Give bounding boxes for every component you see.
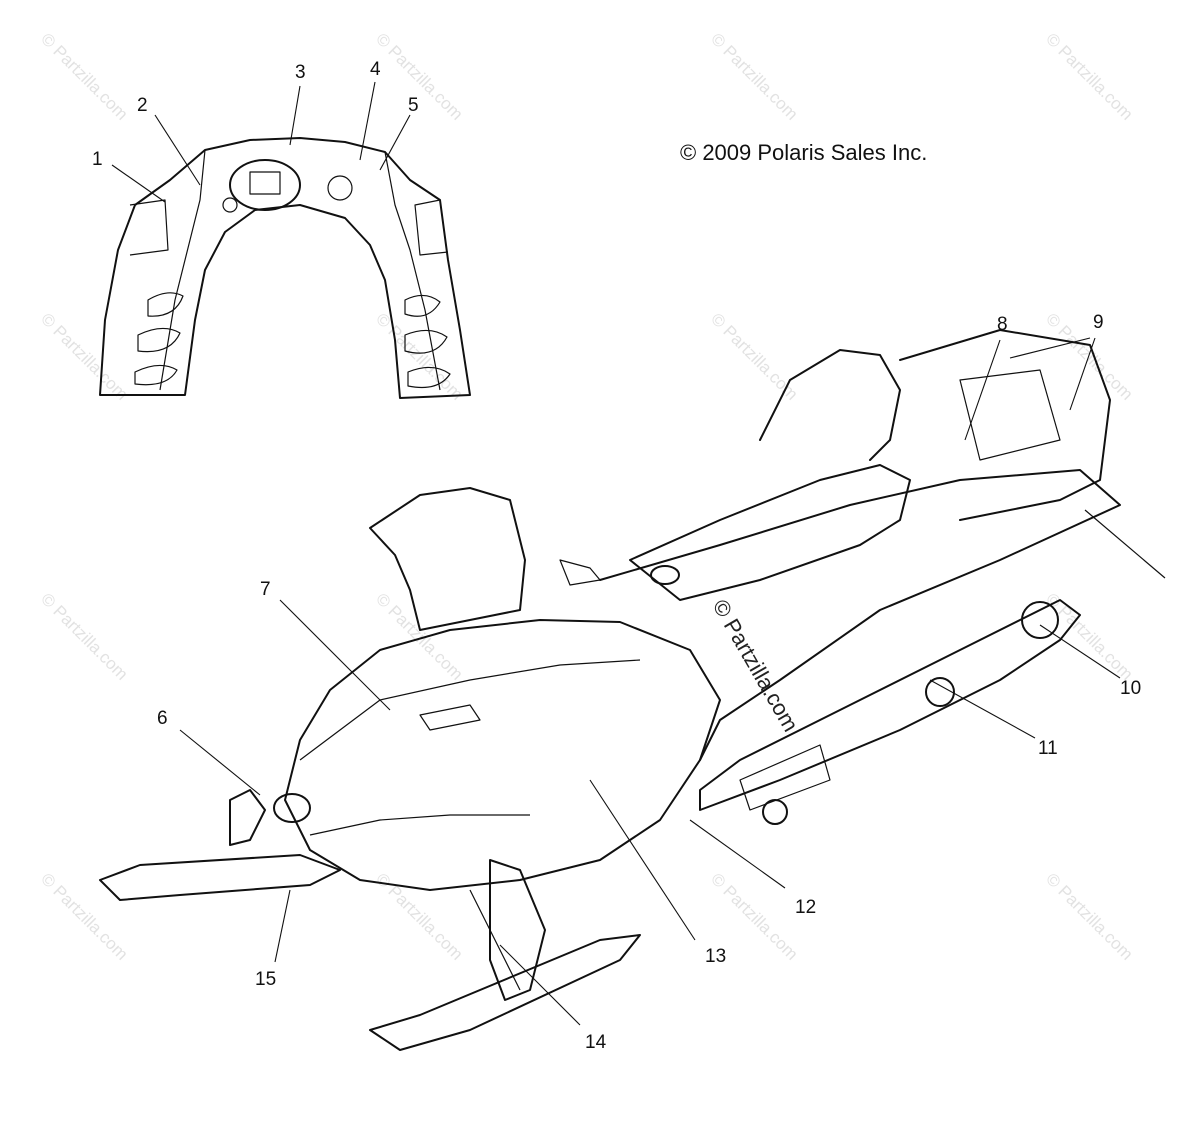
watermark: © Partzilla.com [372, 309, 466, 403]
copyright-text: © 2009 Polaris Sales Inc. [680, 140, 927, 165]
callout-2: 2 [137, 95, 148, 116]
callout-5: 5 [408, 95, 419, 116]
watermark: © Partzilla.com [372, 29, 466, 123]
callout-4: 4 [370, 59, 381, 80]
callout-7: 7 [260, 579, 271, 600]
leader-lines [111, 81, 1121, 1026]
watermark: © Partzilla.com [1042, 869, 1136, 963]
callout-10: 10 [1120, 678, 1141, 699]
watermark: © Partzilla.com [1042, 29, 1136, 123]
watermark: © Partzilla.com [37, 869, 131, 963]
watermark-grid: © Partzilla.com © Partzilla.com © Partzi… [37, 29, 1136, 963]
callout-14: 14 [585, 1032, 607, 1053]
watermark: © Partzilla.com [707, 309, 801, 403]
callout-3: 3 [295, 62, 306, 83]
callout-1: 1 [92, 149, 103, 170]
callout-12: 12 [795, 897, 816, 918]
hood-dash-illustration [99, 137, 471, 399]
callout-8: 8 [997, 314, 1008, 335]
watermark: © Partzilla.com [37, 589, 131, 683]
callout-13: 13 [705, 946, 726, 967]
callout-15: 15 [255, 969, 276, 990]
callout-9: 9 [1093, 312, 1104, 333]
callout-11: 11 [1038, 738, 1058, 759]
watermark: © Partzilla.com [707, 29, 801, 123]
watermark: © Partzilla.com [372, 589, 466, 683]
watermark: © Partzilla.com [1042, 309, 1136, 403]
watermark: © Partzilla.com [37, 309, 131, 403]
callout-6: 6 [157, 708, 168, 729]
snowmobile-illustration [99, 329, 1166, 1051]
center-watermark: © Partzilla.com [708, 595, 804, 736]
watermark: © Partzilla.com [37, 29, 131, 123]
watermark: © Partzilla.com [1042, 589, 1136, 683]
callout-labels: 1 2 3 4 5 6 7 8 9 10 11 12 13 14 15 [92, 59, 1141, 1053]
